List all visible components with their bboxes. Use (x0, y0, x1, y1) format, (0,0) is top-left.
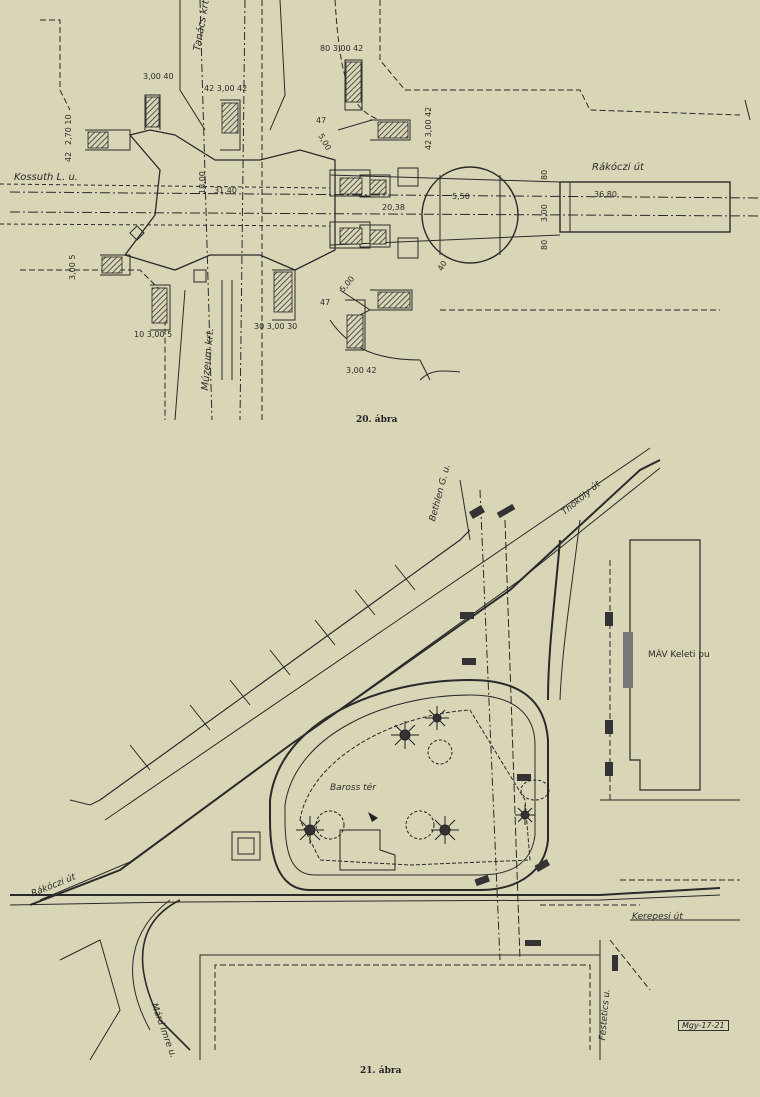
dim-label: 5,50 (452, 192, 470, 201)
dim-label: 42 (64, 151, 73, 162)
dim-label: 42 3,00 42 (204, 84, 248, 93)
dim-label: 18,00 (198, 171, 207, 194)
street-label-kerepesi: Kerepesi út (632, 912, 683, 922)
dim-label: 20,38 (382, 203, 405, 212)
dim-label: 47 (316, 116, 327, 125)
dim-label: 3,00 5 (68, 254, 77, 280)
dim-label: 80 (540, 169, 549, 180)
figure-21-caption: 21. ábra (360, 1066, 402, 1076)
street-label-bethlen: Bethlen G. u. (428, 463, 453, 523)
street-label-kossuth: Kossuth L. u. (14, 172, 78, 183)
street-label-festetics: Festetics u. (598, 988, 613, 1041)
dim-label: 3,00 (540, 204, 549, 222)
dim-label: 42 3,00 42 (424, 106, 433, 150)
dim-label: 3,00 40 (143, 72, 174, 81)
dim-label: 47 (320, 298, 331, 307)
square-label-baross: Baross tér (330, 783, 376, 793)
street-label-thokoly: Thököly út (560, 479, 603, 518)
dim-label: 31,40 (214, 186, 237, 195)
dim-label: 10 3,00 5 (134, 330, 173, 339)
drawing-reference-stamp: Mgy-17-21 (678, 1020, 729, 1031)
dim-label: 80 (540, 239, 549, 250)
dim-label: 80 3,00 42 (320, 44, 364, 53)
figure-20-plan (0, 0, 760, 420)
dim-label: 3,00 42 (346, 366, 377, 375)
street-label-rakoczi-top: Rákóczi út (592, 162, 644, 173)
station-label-keleti: MÁV Keleti pu (648, 650, 710, 660)
dim-label: 36,80 (594, 190, 617, 199)
figure-20-caption: 20. ábra (356, 415, 398, 425)
dim-label: 30 3,00 30 (254, 322, 298, 331)
street-label-marco: Márd Imre u. (148, 1002, 178, 1060)
dim-label: 2,70 10 (64, 114, 73, 145)
street-label-rakoczi-bottom: Rákóczi út (30, 872, 78, 900)
